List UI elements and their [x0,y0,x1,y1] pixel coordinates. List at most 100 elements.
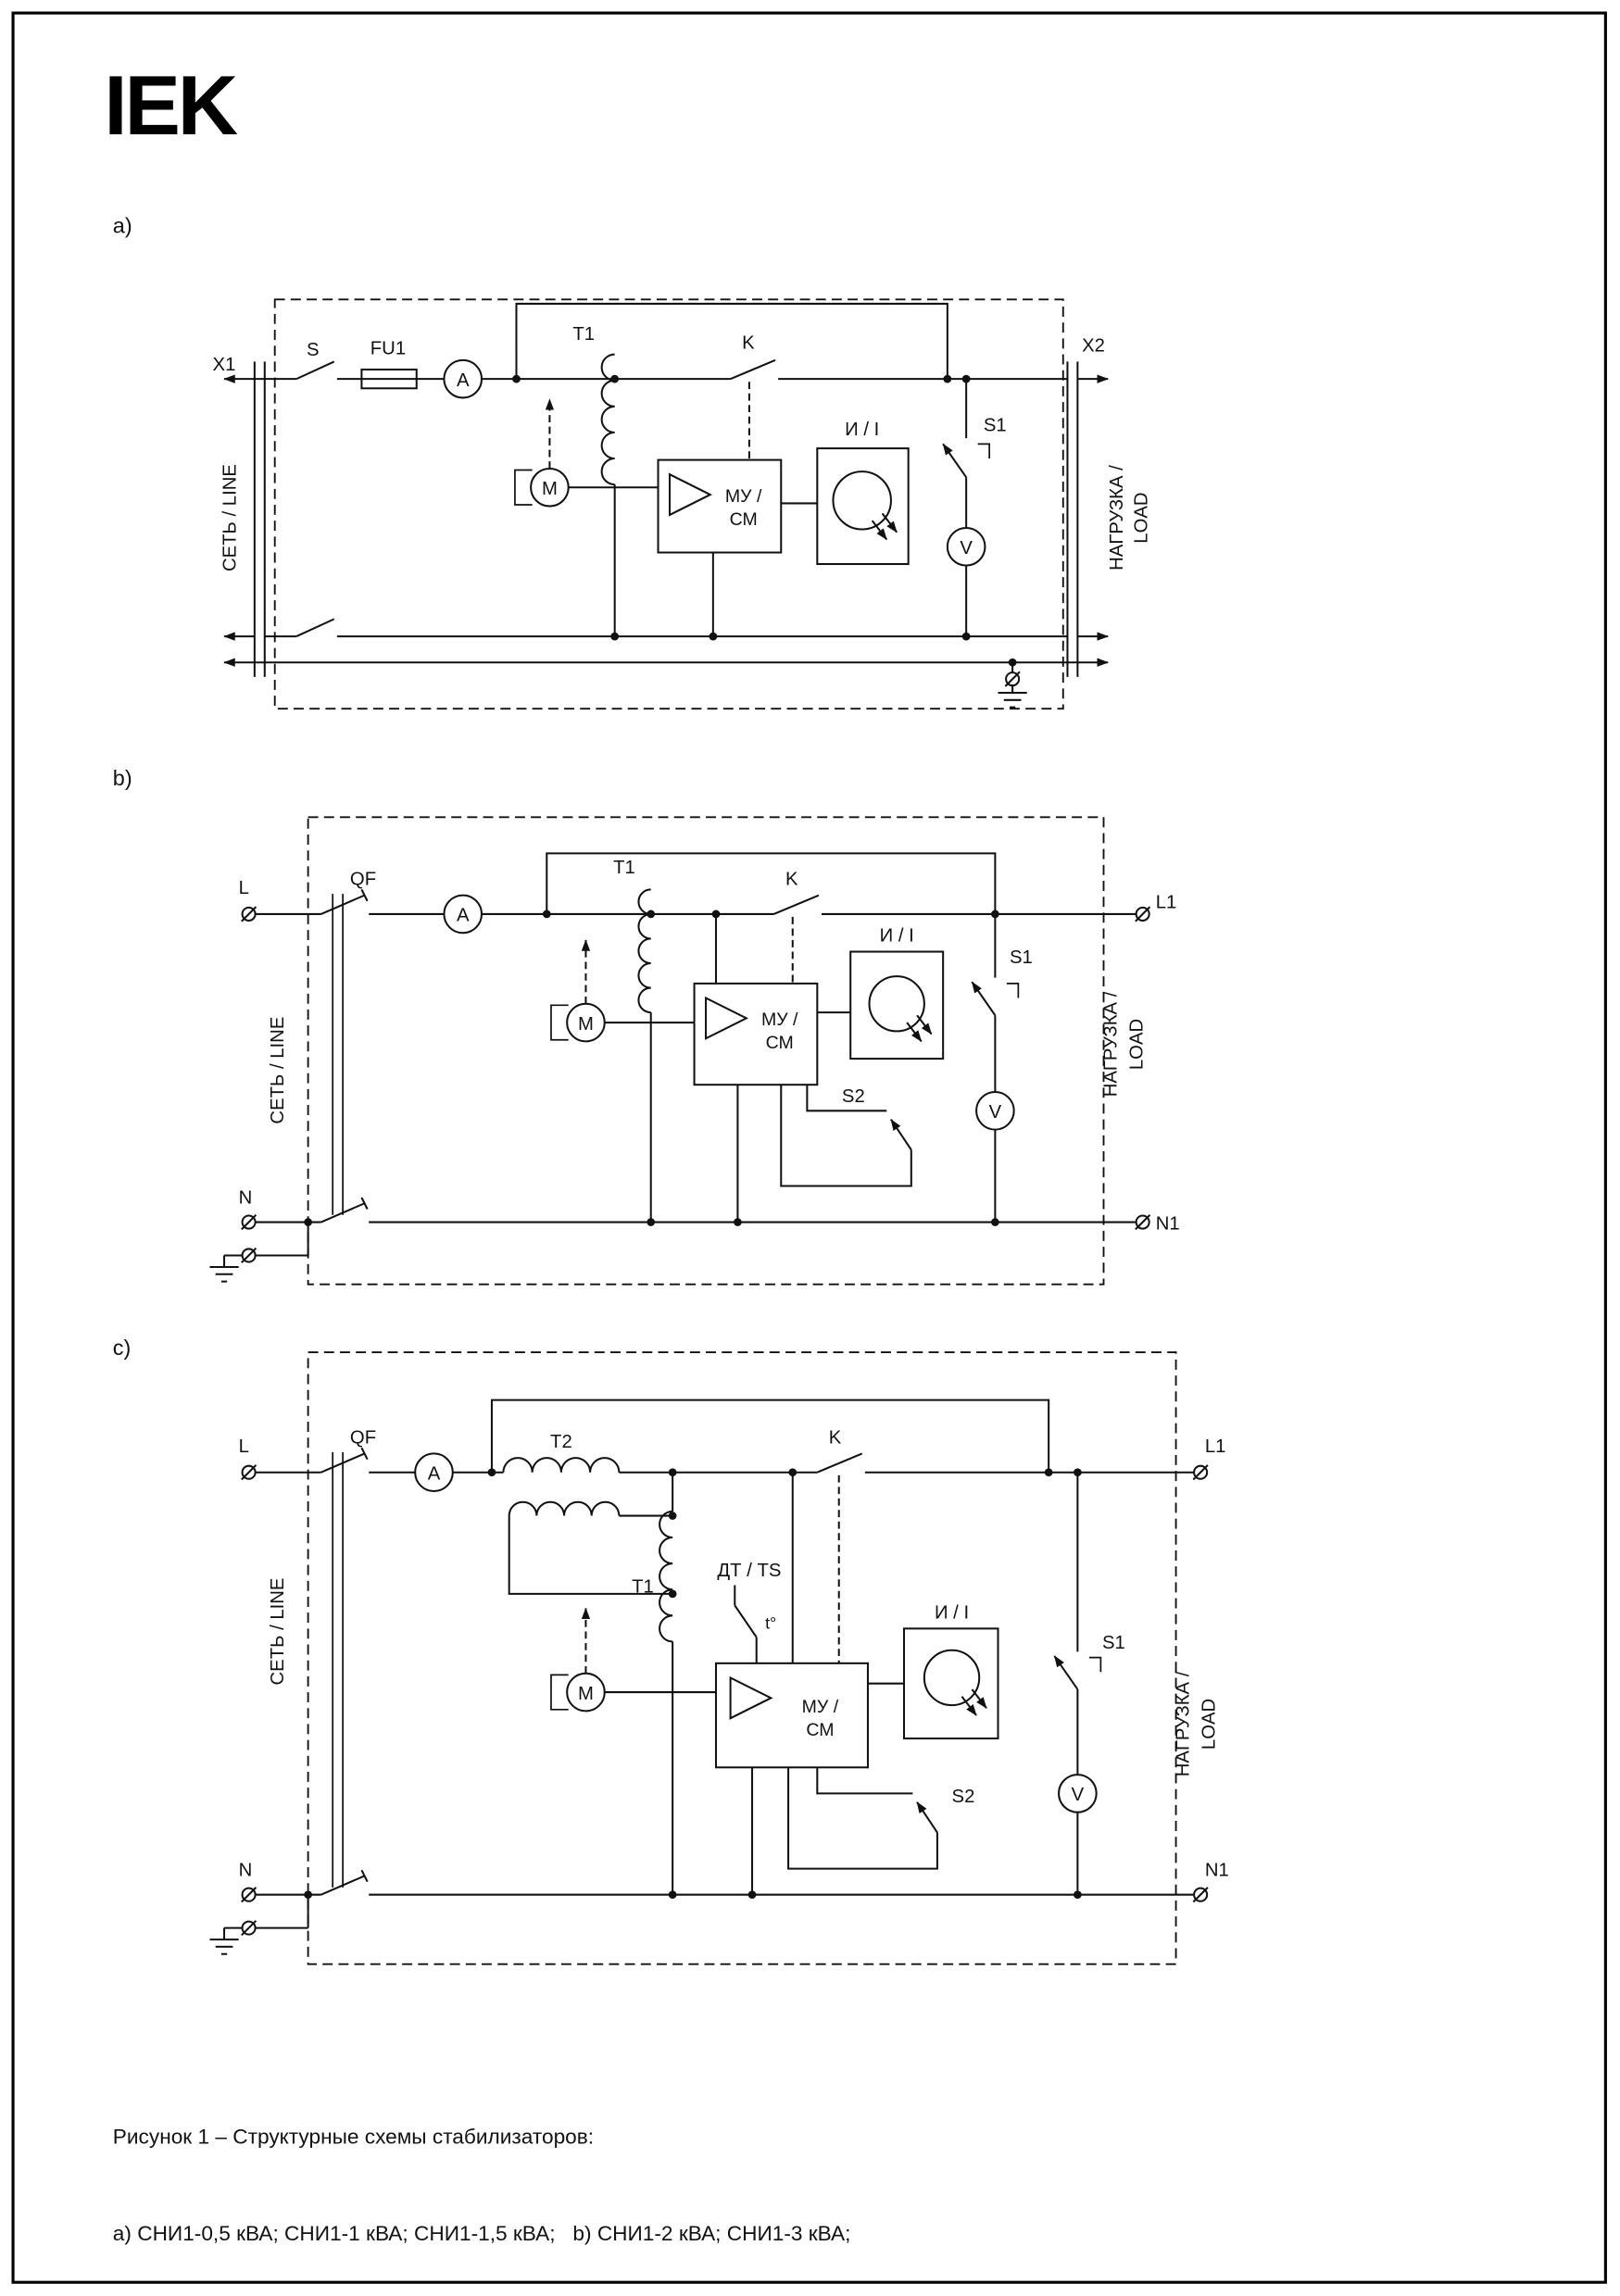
net-line-label: СЕТЬ / LINE [268,1017,288,1124]
diagram-c-schematic: L QF A T2 T1 ДТ / TS t° K L1 И / I S1 S2… [209,1351,1229,1965]
contactor-k-label: K [785,870,798,890]
ammeter-a-label: A [457,370,470,391]
terminal-l1-label: L1 [1205,1437,1226,1457]
junction-dots-c [304,1468,1082,1900]
indicator-lamp-a [781,447,910,566]
junction-dots-a [512,374,1017,667]
disconnect-switch-s [264,360,362,638]
transformer-t1-label: T1 [572,324,595,345]
labels-c: L QF A T2 T1 ДТ / TS t° K L1 И / I S1 S2… [239,1427,1229,1880]
labels-b: L QF A T1 K L1 И / I S1 S2 V M МУ / СМ N… [239,858,1180,1234]
terminal-n1-label: N1 [1156,1213,1180,1234]
breaker-qf-c [320,1447,416,1896]
servo-motor-m-c [550,1607,716,1713]
control-unit-label-2: СМ [806,1720,834,1740]
breaker-qf-label: QF [350,1427,376,1448]
ammeter-a-label: A [428,1464,441,1485]
temp-symbol-label: t° [765,1613,776,1632]
bypass-line-c [490,1399,1050,1473]
switch-s1-label: S1 [984,415,1007,435]
figure-caption: Рисунок 1 – Структурные схемы стабилизат… [113,2057,949,2296]
terminal-x2-label: X2 [1082,335,1105,356]
contactor-k-b [773,894,1136,984]
load-label-2: LOAD [1199,1699,1220,1750]
breaker-qf-b [320,888,445,1223]
terminal-n1-label: N1 [1205,1860,1229,1880]
enclosure-dashed-a [273,298,1064,710]
labels-a: X1 S FU1 A T1 K X2 И / I S1 V M МУ / СМ … [213,324,1152,571]
switch-s1-a [942,379,990,528]
series-transformer-t2 [502,1457,818,1474]
terminal-n-label: N [239,1187,253,1208]
caption-line-2: a) СНИ1-0,5 кВА; СНИ1-1 кВА; СНИ1-1,5 кВ… [112,2223,851,2247]
switch-s1-b [971,913,1020,1093]
control-unit-mu-cm-c [714,1472,869,1895]
motor-m-label: M [542,479,558,499]
enclosure-dashed-c [307,1351,1177,1965]
voltmeter-v-c [1058,1774,1098,1895]
motor-m-label: M [578,1684,594,1704]
switch-s1-label: S1 [1010,947,1033,968]
switch-s2-label: S2 [952,1787,975,1807]
diagram-b-schematic: L QF A T1 K L1 И / I S1 S2 V M МУ / СМ N… [209,816,1180,1286]
fuse-fu1-label: FU1 [370,339,406,359]
switch-s2-c [787,1767,938,1870]
control-unit-label-1: МУ / [761,1010,798,1030]
voltmeter-v-b [975,1090,1015,1223]
motor-m-label: M [578,1014,594,1035]
neutral-line-b [369,906,1151,1231]
diagram-a-schematic: X1 S FU1 A T1 K X2 И / I S1 V M МУ / СМ … [213,298,1152,710]
control-unit-mu-cm-b [693,913,819,1223]
contactor-k-c [816,1452,1195,1663]
net-line-label: СЕТЬ / LINE [268,1578,288,1686]
indicator-lamp-b [817,950,945,1060]
contactor-k-label: K [829,1427,842,1448]
indicator-label: И / I [845,420,879,440]
bypass-line-a [515,302,948,380]
input-connector-x1 [223,361,266,677]
terminal-l [241,906,321,922]
section-label-c: c) [112,1336,132,1361]
terminal-l-label: L [239,1437,249,1457]
net-line-label: СЕТЬ / LINE [220,464,241,571]
terminal-n-label: N [239,1860,253,1880]
terminal-l1-label: L1 [1156,893,1177,913]
autotransformer-t1-c [659,1472,674,1895]
transformer-t1-label: T1 [613,858,635,878]
temp-sensor-dt-ts [734,1585,758,1663]
switch-s2-b [780,1085,912,1187]
load-label-2: LOAD [1127,1019,1148,1070]
neutral-line-c [369,1464,1209,1903]
switch-s1-c [1053,1472,1102,1775]
terminal-l-label: L [239,878,249,898]
load-label-1: НАГРУЗКА / [1174,1671,1194,1776]
indicator-label: И / I [880,926,914,947]
control-unit-mu-cm-a [657,458,783,637]
voltmeter-v-a [946,526,986,637]
section-label-b: b) [112,766,132,792]
autotransformer-t1-a [600,353,616,637]
breaker-qf-label: QF [350,870,376,890]
load-label-1: НАГРУЗКА / [1101,991,1122,1097]
voltmeter-v-label: V [989,1102,1002,1123]
servo-motor-m-a [514,398,659,508]
terminal-l-c [241,1464,321,1481]
switch-s2-label: S2 [842,1086,865,1107]
section-label-a: a) [112,214,132,239]
earth-symbol-b [209,1222,309,1283]
return-lines-a [223,632,1109,667]
ammeter-a-b [443,894,774,935]
servo-motor-m-b [550,939,695,1043]
ammeter-a-label: A [457,906,470,926]
earth-symbol-c [209,1894,309,1955]
load-label-1: НАГРУЗКА / [1107,465,1127,571]
control-unit-label-1: МУ / [802,1697,839,1717]
temp-sensor-label: ДТ / TS [717,1561,781,1581]
iek-logo: IEK [104,59,238,154]
voltmeter-v-label: V [1072,1785,1085,1805]
bypass-line-b [546,852,997,914]
autotransformer-t1-b [637,888,652,1223]
voltmeter-v-label: V [960,538,973,558]
control-unit-label-2: СМ [730,509,758,530]
